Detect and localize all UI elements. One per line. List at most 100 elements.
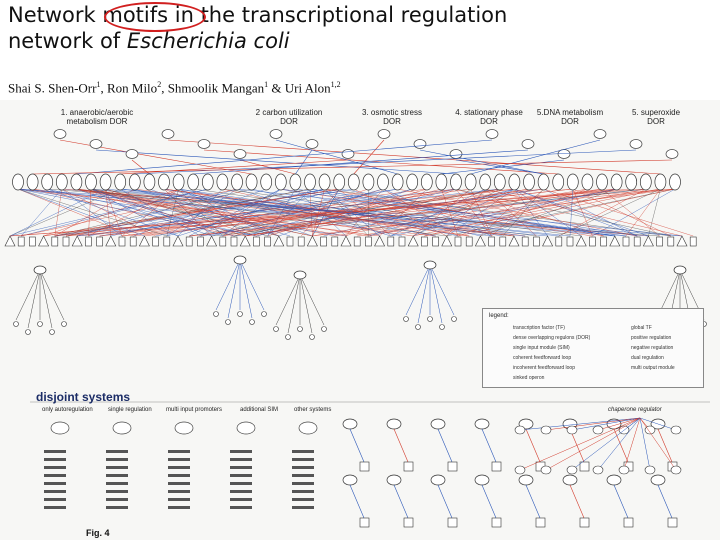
tf-node	[261, 174, 272, 190]
operon-box	[220, 237, 226, 246]
tf-node	[13, 174, 24, 190]
gene-list-line	[230, 458, 252, 461]
gene-list-line	[106, 490, 128, 493]
gene-list-line	[230, 490, 252, 493]
gene-list-line	[106, 466, 128, 469]
gene-list-line	[292, 474, 314, 477]
operon-triangle	[5, 236, 15, 246]
tf-node	[515, 426, 525, 434]
operon-node	[274, 327, 279, 332]
operon-box	[354, 237, 360, 246]
regulation-edge	[88, 189, 91, 236]
operon-node	[26, 330, 31, 335]
operon-triangle	[274, 236, 284, 246]
operon-node	[226, 320, 231, 325]
operon-node	[428, 317, 433, 322]
gene-list-line	[44, 450, 66, 453]
legend-item: positive regulation	[631, 335, 671, 341]
operon-node	[452, 317, 457, 322]
tf-node	[334, 174, 345, 190]
title-line-2: network of Escherichia coli	[8, 28, 708, 54]
operon-box	[321, 237, 327, 246]
regulation-edge	[658, 429, 672, 462]
operon-node	[286, 335, 291, 340]
figure-number: Fig. 4	[86, 528, 110, 538]
operon-box	[455, 237, 461, 246]
operon-triangle	[677, 236, 687, 246]
operon-triangle	[475, 236, 485, 246]
tf-node	[129, 174, 140, 190]
gene-list-line	[106, 498, 128, 501]
operon-node	[404, 317, 409, 322]
tf-node	[538, 174, 549, 190]
tf-node	[582, 174, 593, 190]
tf-node	[475, 419, 489, 429]
column-heading: only autoregulation	[42, 407, 93, 413]
legend-item: negative regulation	[631, 345, 673, 351]
operon-box	[668, 518, 677, 527]
operon-triangle	[442, 236, 452, 246]
sim-edge	[240, 260, 252, 318]
sim-edge	[300, 275, 312, 333]
operon-box	[287, 237, 293, 246]
tf-node	[567, 174, 578, 190]
tf-node	[494, 174, 505, 190]
gene-list-line	[44, 474, 66, 477]
operon-box	[63, 237, 69, 246]
operon-node	[310, 335, 315, 340]
tf-node	[202, 174, 213, 190]
regulation-edge	[33, 160, 672, 174]
operon-box	[522, 237, 528, 246]
regulation-edge	[441, 160, 564, 174]
tf-node	[246, 174, 257, 190]
tf-node	[290, 174, 301, 190]
author-name: Shai S. Shen-Orr	[8, 80, 96, 95]
gene-list-line	[292, 458, 314, 461]
gene-list-line	[168, 466, 190, 469]
sim-edge	[276, 275, 300, 325]
legend-item: sinked operon	[513, 375, 544, 381]
category-label: 1. anaerobic/aerobic metabolism DOR	[52, 108, 142, 126]
gene-list-line	[168, 490, 190, 493]
author-line: Shai S. Shen-Orr1, Ron Milo2, Shmoolik M…	[8, 80, 568, 96]
author-affiliation: 1,2	[331, 80, 341, 89]
operon-triangle	[72, 236, 82, 246]
tf-node	[115, 174, 126, 190]
legend-item: coherent feedforward loop	[513, 355, 571, 361]
column-heading: multi input promoters	[166, 407, 222, 413]
gene-list-line	[106, 458, 128, 461]
tf-node	[34, 266, 46, 274]
tf-node	[100, 174, 111, 190]
global-tf-node	[486, 130, 498, 139]
regulation-edge	[394, 485, 408, 518]
tf-node	[671, 466, 681, 474]
sim-edge	[40, 270, 52, 328]
tf-node	[541, 466, 551, 474]
sim-edge	[288, 275, 300, 333]
operon-box	[492, 462, 501, 471]
operon-triangle	[643, 236, 653, 246]
tf-node	[593, 426, 603, 434]
gene-list-line	[292, 450, 314, 453]
operon-node	[50, 330, 55, 335]
tf-node	[436, 174, 447, 190]
category-label: 4. stationary phase DOR	[444, 108, 534, 126]
sim-edge	[300, 275, 324, 325]
legend-item: transcription factor (TF)	[513, 325, 565, 331]
tf-node	[86, 174, 97, 190]
column-heading: other systems	[294, 407, 331, 413]
gene-list-line	[44, 458, 66, 461]
tf-node	[299, 422, 317, 434]
operon-box	[589, 237, 595, 246]
operon-box	[489, 237, 495, 246]
tf-node	[363, 174, 374, 190]
operon-node	[250, 320, 255, 325]
tf-node	[387, 419, 401, 429]
category-label: 3. osmotic stress DOR	[352, 108, 432, 126]
tf-node	[424, 261, 436, 269]
operon-box	[404, 518, 413, 527]
operon-node	[322, 327, 327, 332]
operon-box	[533, 237, 539, 246]
tf-node	[475, 475, 489, 485]
operon-box	[231, 237, 237, 246]
